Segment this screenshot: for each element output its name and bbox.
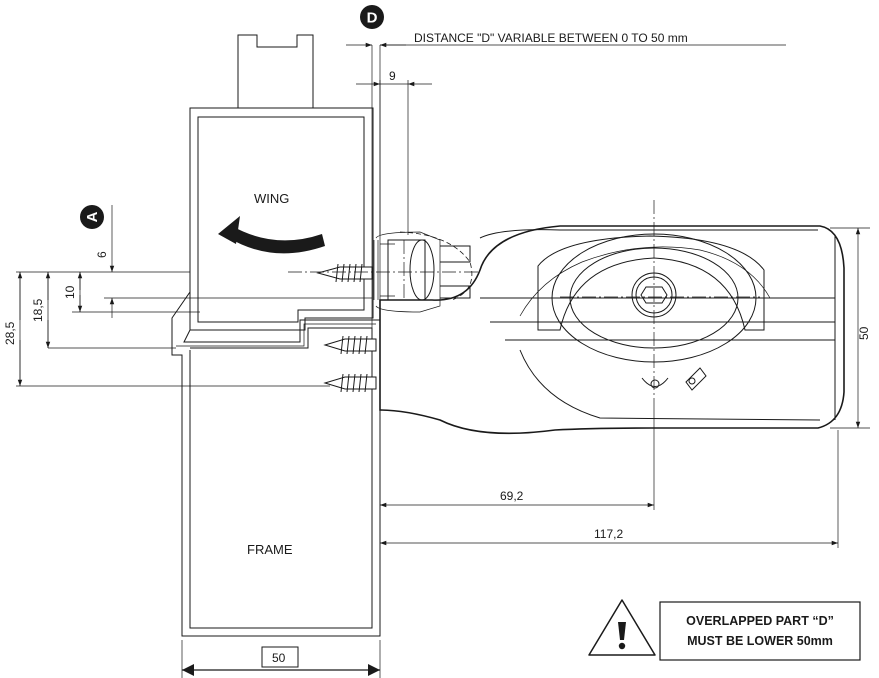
dim-18-5-text: 18,5 bbox=[31, 298, 45, 322]
dim-69-2-text: 69,2 bbox=[500, 489, 524, 503]
marker-a: A bbox=[80, 205, 104, 229]
extension-lines bbox=[16, 45, 870, 678]
wing-profile bbox=[189, 34, 374, 331]
wing-label: WING bbox=[254, 191, 289, 206]
dim-50-bottom-text: 50 bbox=[272, 651, 286, 665]
dim-28-5-text: 28,5 bbox=[3, 321, 17, 345]
dim-9-text: 9 bbox=[389, 69, 396, 83]
distance-note: DISTANCE "D" VARIABLE BETWEEN 0 TO 50 mm bbox=[414, 31, 688, 45]
warning-line-2: MUST BE LOWER 50mm bbox=[687, 634, 833, 648]
center-lines bbox=[288, 200, 760, 400]
warning-triangle-icon bbox=[588, 599, 656, 656]
dim-6-text: 6 bbox=[95, 251, 109, 258]
marker-d: D bbox=[360, 5, 384, 29]
dim-10-text: 10 bbox=[63, 285, 77, 299]
wing-screw-icon bbox=[316, 263, 373, 283]
rotation-arrow-icon bbox=[218, 216, 325, 254]
dimension-50-bottom bbox=[182, 646, 380, 676]
frame-screw-2-icon bbox=[323, 373, 377, 393]
dim-117-2-text: 117,2 bbox=[594, 527, 623, 541]
warning-line-1: OVERLAPPED PART “D” bbox=[686, 614, 834, 628]
hinge-body bbox=[373, 225, 845, 435]
warning-box: OVERLAPPED PART “D” MUST BE LOWER 50mm bbox=[659, 601, 861, 661]
marker-d-text: D bbox=[367, 10, 378, 27]
frame-screw-1-icon bbox=[323, 335, 377, 355]
dim-50-right-text: 50 bbox=[857, 326, 871, 340]
frame-label: FRAME bbox=[247, 542, 293, 557]
marker-a-text: A bbox=[84, 211, 101, 222]
